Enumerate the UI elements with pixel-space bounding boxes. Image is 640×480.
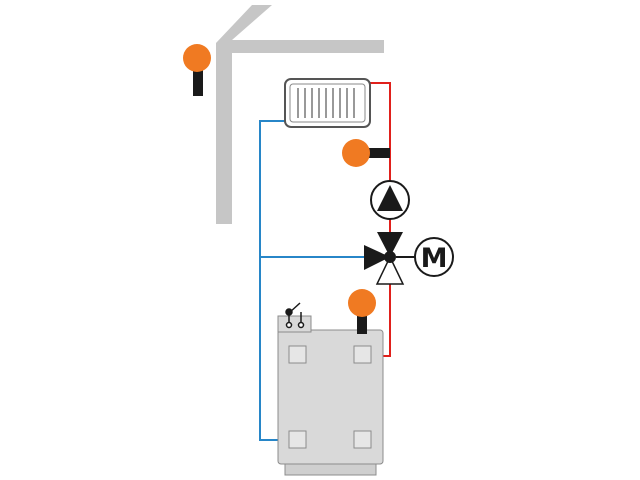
- switch-pivot: [285, 308, 293, 316]
- motor-housing: [414, 237, 454, 277]
- boiler-top-left-port: [288, 345, 307, 364]
- three-way-mixing-valve-icon: [364, 232, 415, 285]
- switch-contact-left: [285, 321, 293, 329]
- boiler-bottom-right-port: [353, 430, 372, 449]
- outdoor-temperature-sensor-icon: [183, 44, 211, 96]
- valve-left-port: [364, 245, 390, 270]
- boiler-top-panel: [277, 315, 312, 333]
- outdoor-sensor-head: [183, 44, 211, 72]
- boiler-sensor-stem: [357, 312, 367, 334]
- boiler-sensor-head: [348, 289, 376, 317]
- flow-sensor-head: [342, 139, 370, 167]
- outdoor-sensor-stem: [193, 70, 203, 96]
- building-wall: [216, 5, 384, 224]
- valve-top-port: [377, 232, 403, 257]
- flow-temperature-sensor-icon: [342, 139, 390, 167]
- motor-label: M: [421, 243, 448, 274]
- circulation-pump-icon: [370, 180, 410, 220]
- radiator-inner: [289, 83, 366, 123]
- boiler-outlet-port: [353, 345, 372, 364]
- switch-contact-right: [297, 321, 305, 329]
- valve-spindle: [384, 251, 396, 263]
- pump-arrow: [377, 185, 403, 211]
- flow-sensor-stem: [364, 148, 390, 158]
- boiler-icon: [277, 315, 384, 476]
- radiator-icon: [284, 78, 371, 128]
- radiator-fins: [297, 88, 355, 118]
- valve-bottom-port: [375, 255, 405, 285]
- radiator-body: [284, 78, 371, 128]
- valve-motor-icon: M: [414, 237, 454, 277]
- boiler-temperature-sensor-icon: [348, 289, 376, 334]
- boiler-return-port: [288, 430, 307, 449]
- boiler-switch-icon: [285, 302, 305, 329]
